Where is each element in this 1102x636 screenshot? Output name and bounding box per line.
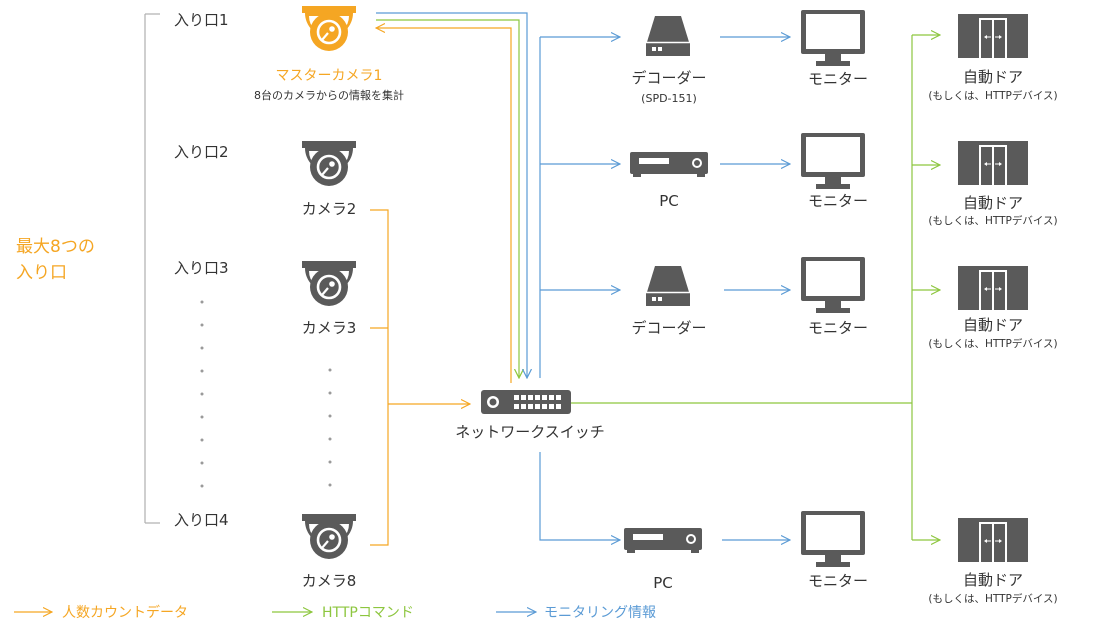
legend: 人数カウントデータ HTTPコマンド モニタリング情報 — [14, 604, 656, 621]
pc-2-icon — [624, 528, 702, 553]
decoder-2-label: デコーダー — [631, 319, 706, 337]
monitor-2-icon — [801, 133, 865, 189]
automatic-door-2-icon — [958, 141, 1028, 185]
entrance-4-label: 入り口4 — [174, 511, 229, 529]
automatic-door-3-sub: (もしくは、HTTPデバイス) — [928, 337, 1057, 350]
entrance-1-label: 入り口1 — [174, 11, 229, 29]
automatic-door-4-sub: (もしくは、HTTPデバイス) — [928, 592, 1057, 605]
master-camera-name: マスターカメラ1 — [276, 68, 383, 84]
decoder-1-icon — [645, 15, 691, 57]
entrance-2-label: 入り口2 — [174, 143, 229, 161]
network-switch-label: ネットワークスイッチ — [455, 423, 605, 441]
camera-2-icon — [300, 139, 358, 188]
decoder-1-label: デコーダー — [631, 69, 706, 87]
pc-2-label: PC — [653, 574, 673, 592]
automatic-door-2-sub: (もしくは、HTTPデバイス) — [928, 214, 1057, 227]
automatic-door-3-label: 自動ドア — [963, 316, 1023, 334]
http-command-connectors — [376, 19, 940, 540]
camera-3-icon — [300, 259, 358, 308]
monitoring-connectors — [376, 12, 790, 540]
monitor-1-label: モニター — [808, 70, 868, 88]
entrance-ellipsis-dots — [200, 300, 204, 488]
camera-8-icon — [300, 512, 358, 561]
automatic-door-2-label: 自動ドア — [963, 194, 1023, 212]
side-label-line2: 入り口 — [16, 263, 67, 283]
automatic-door-1-label: 自動ドア — [963, 68, 1023, 86]
legend-monitoring-label: モニタリング情報 — [544, 605, 656, 621]
automatic-door-1-icon — [958, 14, 1028, 58]
entrance-bracket — [144, 13, 160, 524]
entrance-3-label: 入り口3 — [174, 259, 229, 277]
monitor-3-label: モニター — [808, 319, 868, 337]
automatic-door-4-label: 自動ドア — [963, 571, 1023, 589]
network-switch-icon — [481, 390, 571, 414]
camera-2-label: カメラ2 — [302, 200, 357, 218]
camera-ellipsis-dots — [328, 368, 332, 487]
automatic-door-1-sub: (もしくは、HTTPデバイス) — [928, 89, 1057, 102]
monitor-4-icon — [801, 511, 865, 567]
pc-1-label: PC — [659, 192, 679, 210]
monitor-2-label: モニター — [808, 192, 868, 210]
master-camera-description: 8台のカメラからの情報を集計 — [254, 88, 404, 102]
monitor-4-label: モニター — [808, 572, 868, 590]
monitor-1-icon — [801, 10, 865, 66]
legend-people-count-label: 人数カウントデータ — [62, 604, 188, 621]
camera-3-label: カメラ3 — [302, 319, 357, 337]
camera-8-label: カメラ8 — [302, 572, 357, 590]
decoder-2-icon — [645, 265, 691, 307]
pc-1-icon — [630, 152, 708, 177]
automatic-door-4-icon — [958, 518, 1028, 562]
legend-http-label: HTTPコマンド — [322, 605, 414, 621]
automatic-door-3-icon — [958, 266, 1028, 310]
monitor-3-icon — [801, 257, 865, 313]
decoder-1-model: (SPD-151) — [641, 92, 697, 105]
people-count-connectors — [370, 28, 512, 546]
master-camera-icon — [300, 4, 358, 53]
side-label-line1: 最大8つの — [16, 237, 95, 257]
